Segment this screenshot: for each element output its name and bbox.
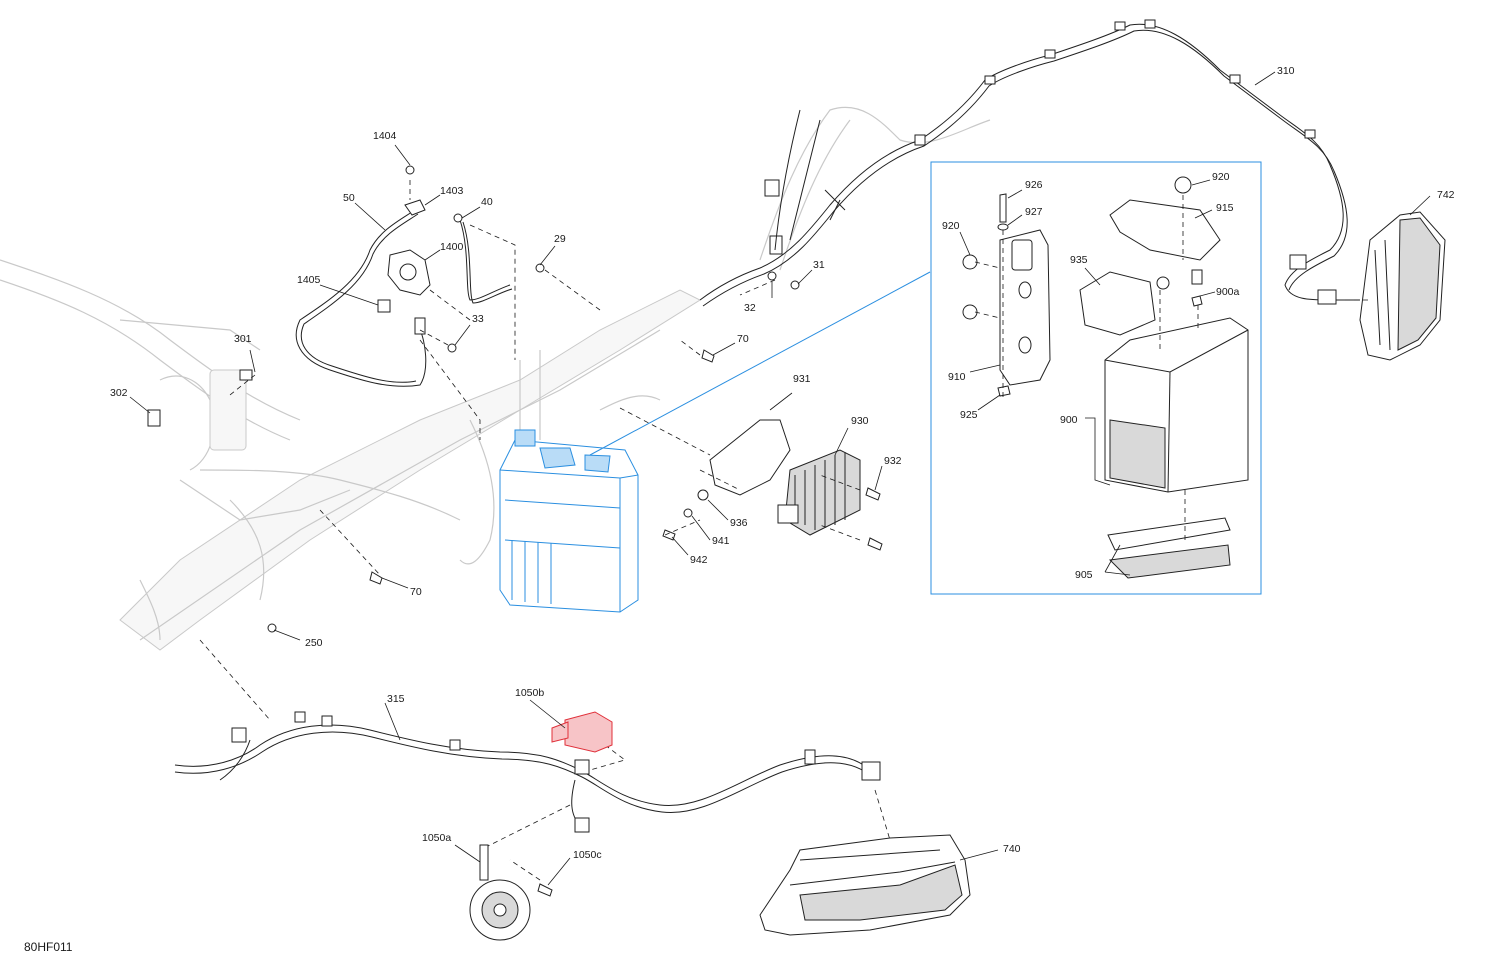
callout-936: 936 (730, 517, 748, 529)
detail-frame (930, 161, 1262, 595)
callout-927: 927 (1025, 206, 1043, 218)
callout-900a: 900a (1216, 286, 1240, 298)
ghost-chassis (0, 106, 991, 651)
callout-250: 250 (305, 637, 323, 649)
callout-931: 931 (793, 373, 811, 385)
callout-1403: 1403 (440, 185, 464, 197)
callout-740: 740 (1003, 843, 1021, 855)
detail-battery-assembly (962, 176, 1249, 579)
callout-40: 40 (481, 196, 493, 208)
callout-941: 941 (712, 535, 730, 547)
callout-310: 310 (1277, 65, 1295, 77)
callout-742: 742 (1437, 189, 1455, 201)
callout-935: 935 (1070, 254, 1088, 266)
callout-925: 925 (960, 409, 978, 421)
light-740 (759, 834, 971, 936)
callout-32: 32 (744, 302, 756, 314)
drawing-code: 80HF011 (24, 940, 73, 954)
callout-315: 315 (387, 693, 405, 705)
callout-915: 915 (1216, 202, 1234, 214)
callout-1050a: 1050a (422, 832, 451, 844)
callout-70-bottom: 70 (410, 586, 422, 598)
harness-315 (174, 711, 881, 833)
callout-926: 926 (1025, 179, 1043, 191)
cables-left (147, 165, 800, 633)
leader-lines (129, 71, 1431, 886)
callout-1400: 1400 (440, 241, 464, 253)
callout-33: 33 (472, 313, 484, 325)
callout-1405: 1405 (297, 274, 321, 286)
callout-1050b: 1050b (515, 687, 544, 699)
callout-920-right: 920 (1212, 171, 1230, 183)
callout-932: 932 (884, 455, 902, 467)
callout-920-left: 920 (942, 220, 960, 232)
callout-302: 302 (110, 387, 128, 399)
callout-50: 50 (343, 192, 355, 204)
callout-930: 930 (851, 415, 869, 427)
callout-labels: 1404 1403 50 40 29 1400 1405 31 32 33 70… (110, 65, 1455, 861)
callout-31: 31 (813, 259, 825, 271)
callout-1050c: 1050c (573, 849, 602, 861)
detail-leader (589, 271, 931, 456)
callout-942: 942 (690, 554, 708, 566)
light-742 (1359, 211, 1446, 361)
assembly-dashes (199, 180, 1370, 881)
callout-900: 900 (1060, 414, 1078, 426)
regulator-930 (662, 419, 883, 551)
callout-301: 301 (234, 333, 252, 345)
callout-905: 905 (1075, 569, 1093, 581)
callout-29: 29 (554, 233, 566, 245)
callout-70-top: 70 (737, 333, 749, 345)
horn-1050a (469, 844, 553, 941)
harness-310 (699, 19, 1360, 307)
battery-highlighted (499, 429, 639, 613)
callout-1404: 1404 (373, 130, 397, 142)
relay-1050b (551, 711, 613, 753)
callout-910: 910 (948, 371, 966, 383)
